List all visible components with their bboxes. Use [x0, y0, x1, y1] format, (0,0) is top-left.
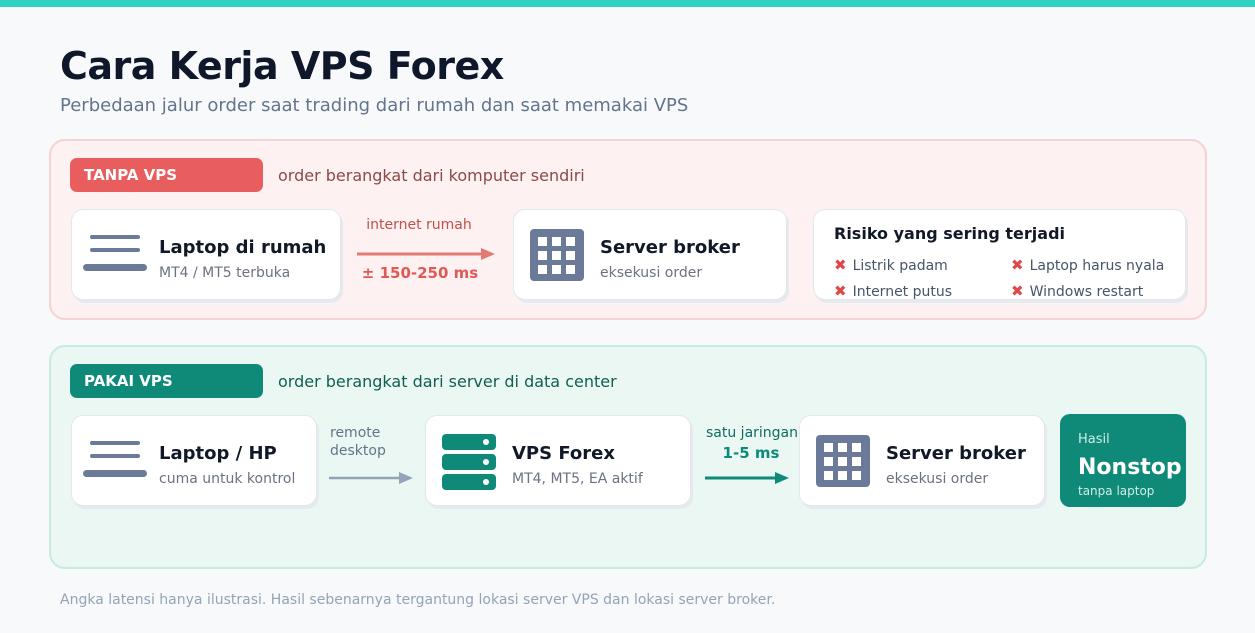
- home-laptop-name: Laptop di rumah: [159, 237, 327, 258]
- risk-card: Risiko yang sering terjadi ✖Listrik pada…: [813, 209, 1186, 300]
- broker-desc-b: eksekusi order: [886, 471, 989, 487]
- result-badge: Hasil Nonstop tanpa laptop: [1060, 414, 1186, 507]
- vps-desc: MT4, MT5, EA aktif: [512, 471, 643, 487]
- laptop-icon: [83, 235, 147, 271]
- without-vps-tag: TANPA VPS: [70, 158, 263, 192]
- risk-item: ✖Laptop harus nyala: [1011, 256, 1165, 274]
- home-laptop-desc: MT4 / MT5 terbuka: [159, 265, 291, 281]
- cross-icon: ✖: [834, 256, 847, 274]
- broker-desc-a: eksekusi order: [600, 265, 703, 281]
- with-vps-note: order berangkat dari server di data cent…: [278, 372, 617, 391]
- building-icon: [816, 435, 870, 487]
- vps-name: VPS Forex: [512, 443, 615, 464]
- risk-item: ✖Listrik padam: [834, 256, 948, 274]
- broker-card-b: Server broker eksekusi order: [799, 415, 1045, 506]
- laptop-to-vps-arrow: [329, 472, 413, 484]
- top-accent-bar: [0, 0, 1255, 7]
- home-internet-label: internet rumah: [366, 217, 472, 233]
- server-stack-icon: [442, 434, 496, 490]
- result-label: Hasil: [1078, 432, 1110, 447]
- control-laptop-desc: cuma untuk kontrol: [159, 471, 296, 487]
- result-value: Nonstop: [1078, 455, 1182, 480]
- cross-icon: ✖: [1011, 282, 1024, 300]
- building-icon: [530, 229, 584, 281]
- laptop-icon: [83, 441, 147, 477]
- vps-card: VPS Forex MT4, MT5, EA aktif: [425, 415, 691, 506]
- risk-item: ✖Internet putus: [834, 282, 953, 300]
- network-label: satu jaringan: [706, 425, 799, 441]
- page-subtitle: Perbedaan jalur order saat trading dari …: [60, 95, 689, 116]
- risk-title: Risiko yang sering terjadi: [834, 224, 1065, 243]
- result-sub: tanpa laptop: [1078, 484, 1155, 498]
- broker-card-a: Server broker eksekusi order: [513, 209, 787, 300]
- page-title: Cara Kerja VPS Forex: [60, 44, 504, 88]
- home-laptop-card: Laptop di rumah MT4 / MT5 terbuka: [71, 209, 341, 300]
- broker-name-a: Server broker: [600, 237, 740, 258]
- cross-icon: ✖: [834, 282, 847, 300]
- vps-latency-value: 1-5 ms: [722, 444, 780, 462]
- control-laptop-name: Laptop / HP: [159, 443, 277, 464]
- without-vps-note: order berangkat dari komputer sendiri: [278, 166, 585, 185]
- footnote: Angka latensi hanya ilustrasi. Hasil seb…: [60, 592, 776, 608]
- vps-to-broker-arrow: [705, 472, 789, 484]
- with-vps-tag: PAKAI VPS: [70, 364, 263, 398]
- risk-item: ✖Windows restart: [1011, 282, 1144, 300]
- remote-label-line1: remote: [330, 425, 381, 441]
- home-to-broker-arrow: [357, 248, 495, 260]
- control-laptop-card: Laptop / HP cuma untuk kontrol: [71, 415, 317, 506]
- broker-name-b: Server broker: [886, 443, 1026, 464]
- cross-icon: ✖: [1011, 256, 1024, 274]
- home-latency-value: ± 150-250 ms: [361, 264, 479, 282]
- remote-label-line2: desktop: [330, 443, 386, 459]
